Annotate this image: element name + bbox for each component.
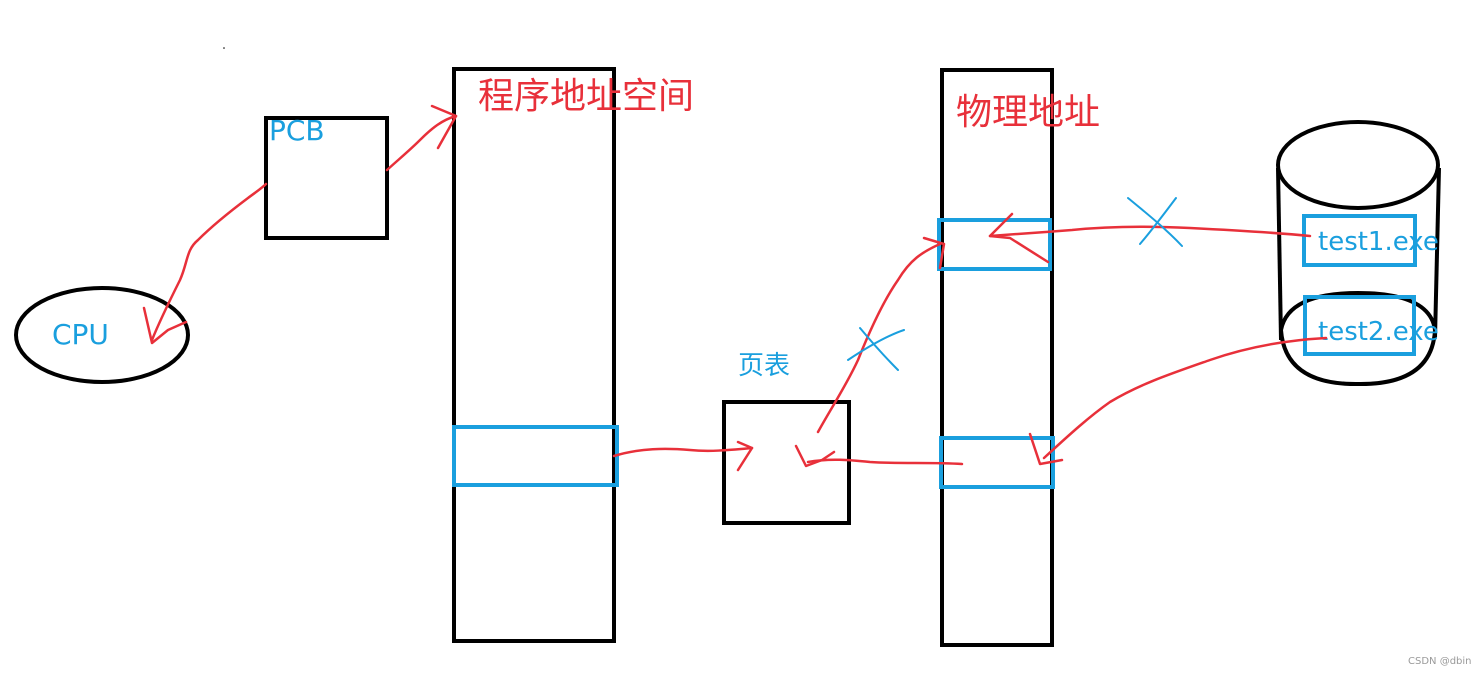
physical-frame-bottom — [939, 436, 1055, 489]
arrowhead-page-table — [736, 440, 754, 472]
disk-left-side — [1276, 167, 1283, 341]
blocked-mapping-x-middle — [847, 327, 905, 371]
page-table-label: 页表 — [738, 351, 790, 381]
watermark: CSDN @dbin — [1408, 656, 1472, 667]
cpu-label: CPU — [52, 318, 109, 351]
page-table-box — [722, 400, 851, 525]
arrowhead-test1 — [988, 212, 1050, 264]
arrow-cpu-to-pcb — [150, 182, 268, 342]
blocked-mapping-x-top — [1127, 197, 1183, 247]
arrowhead-into-page-table — [794, 444, 836, 468]
arrow-physical-to-page-table — [806, 458, 964, 466]
stray-dot — [223, 47, 225, 49]
arrowhead-test2 — [1028, 432, 1064, 466]
arrowhead-cpu — [142, 306, 188, 345]
arrow-test1-to-physical-top — [988, 225, 1312, 238]
disk-top-ellipse — [1276, 120, 1440, 210]
physical-frame-top — [937, 218, 1052, 271]
cpu-ellipse — [14, 286, 190, 384]
arrow-page-table-to-physical-top — [816, 242, 942, 434]
disk-right-side — [1433, 167, 1441, 339]
disk-cylinder — [1276, 120, 1441, 387]
pcb-box — [264, 116, 389, 240]
test1-label: test1.exe — [1318, 227, 1439, 257]
program-address-space-column — [452, 67, 616, 643]
pcb-label: PCB — [269, 114, 325, 147]
test1-box — [1302, 214, 1417, 267]
test2-label: test2.exe — [1318, 317, 1439, 347]
arrow-test2-to-physical-bottom — [1042, 336, 1328, 460]
red-arrows — [142, 104, 1328, 472]
physical-address-column — [940, 68, 1054, 647]
virtual-page-slot — [452, 425, 619, 487]
program-address-space-label: 程序地址空间 — [478, 76, 694, 117]
arrow-pcb-to-program-space — [385, 114, 458, 172]
arrowhead-physical-top — [922, 236, 946, 270]
physical-address-label: 物理地址 — [956, 92, 1100, 133]
arrow-program-to-page-table — [612, 446, 754, 458]
test2-box — [1303, 295, 1416, 356]
arrowhead-pcb — [430, 104, 458, 150]
